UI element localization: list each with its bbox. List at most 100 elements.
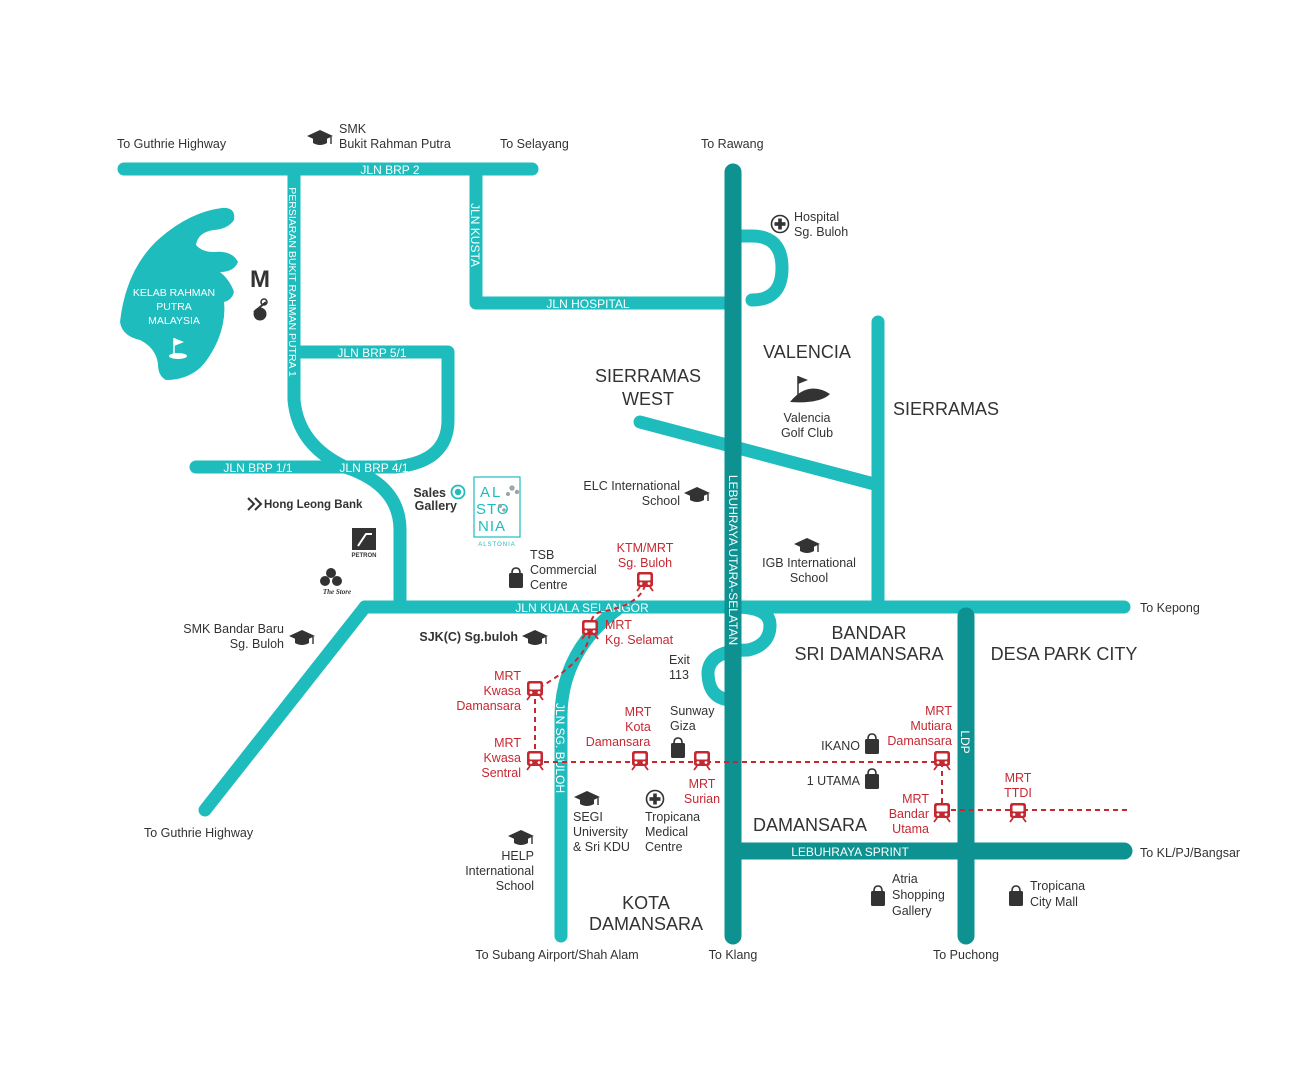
station-kwasa-sentral-l3: Sentral <box>481 766 521 780</box>
area-kota-damansara-l1: KOTA <box>622 893 670 913</box>
station-ttdi-l1: MRT <box>1005 771 1032 785</box>
road-label-ldp: LDP <box>958 730 972 753</box>
igb-l1: IGB International <box>762 556 856 570</box>
club-label-line1: KELAB RAHMAN <box>133 287 215 299</box>
roads-layer <box>117 162 1131 943</box>
tsb-l2: Commercial <box>530 563 597 577</box>
road-jln-brp-5-1 <box>287 345 455 474</box>
segi-l3: & Sri KDU <box>573 840 630 854</box>
golf-flag-icon <box>169 338 187 359</box>
road-label-hospital: JLN HOSPITAL <box>546 297 629 311</box>
mrt-stations: KTM/MRT Sg. Buloh MRT Kg. Selamat MRT Kw… <box>456 541 1032 836</box>
school-icon-help <box>507 829 535 846</box>
road-label-brp51: JLN BRP 5/1 <box>337 346 406 360</box>
mcdonalds-icon: M <box>250 266 270 293</box>
area-damansara: DAMANSARA <box>753 815 867 835</box>
area-bsd-l2: SRI DAMANSARA <box>794 644 943 664</box>
road-sierramas-west <box>633 415 885 492</box>
station-bandar-utama-l1: MRT <box>902 792 929 806</box>
smk-bandar-baru-l2: Sg. Buloh <box>230 637 284 651</box>
area-bsd-l1: BANDAR <box>831 623 906 643</box>
station-mutiara-l1: MRT <box>925 704 952 718</box>
direction-klang: To Klang <box>709 948 758 962</box>
club-label-line2: PUTRA <box>156 301 192 313</box>
hong-leong-bank-icon <box>247 497 263 511</box>
shopping-icon-one-utama <box>864 768 880 790</box>
shopping-icon-sunway-giza <box>670 737 686 759</box>
road-label-kuala-selangor: JLN KUALA SELANGOR <box>515 601 649 615</box>
school-icon-sjkc <box>521 629 549 646</box>
train-icon-bandar-utama <box>933 802 951 823</box>
sjkc-label: SJK(C) Sg.buloh <box>419 630 518 644</box>
station-ktm-l2: Sg. Buloh <box>618 556 672 570</box>
station-kwasa-sentral-l2: Kwasa <box>483 751 521 765</box>
sunway-giza-l1: Sunway <box>670 704 715 718</box>
valencia-golf-l2: Golf Club <box>781 426 833 440</box>
station-kg-selamat-l1: MRT <box>605 618 632 632</box>
school-icon-smk-bandar-baru <box>288 629 316 646</box>
highways-layer <box>724 163 1133 945</box>
alstonia-logo-l3: NIA <box>478 518 506 535</box>
help-l2: International <box>465 864 534 878</box>
petron-label: PETRON <box>351 553 376 559</box>
road-guthrie-south <box>198 600 372 817</box>
train-icon-surian <box>693 750 711 771</box>
shopping-icon-tsb <box>508 567 524 589</box>
train-icon-kota-damansara <box>631 750 649 771</box>
hospital-l1: Hospital <box>794 210 839 224</box>
school-icon-igb <box>793 537 821 554</box>
ikano-label: IKANO <box>821 739 860 753</box>
shopping-icon-ikano <box>864 733 880 755</box>
train-icon-ttdi <box>1009 802 1027 823</box>
tropicana-medical-l1: Tropicana <box>645 810 700 824</box>
direction-rawang: To Rawang <box>701 137 764 151</box>
station-surian-l1: MRT <box>689 777 716 791</box>
golf-club-icon <box>790 376 830 403</box>
road-hospital-loop <box>726 229 789 307</box>
hospital-icon <box>770 214 790 234</box>
tropicana-medical-l3: Centre <box>645 840 683 854</box>
school-icon-smk-brp <box>306 129 334 146</box>
road-label-persiaran: PERSIARAN BUKIT RAHMAN PUTRA 1 <box>286 187 298 377</box>
help-l1: HELP <box>501 849 534 863</box>
the-store-icon <box>320 568 342 586</box>
tsb-l1: TSB <box>530 548 554 562</box>
road-label-utara-selatan: LEBUHRAYA UTARA-SELATAN <box>726 475 740 645</box>
road-labels: JLN BRP 2 JLN KUSTA JLN HOSPITAL PERSIAR… <box>223 163 972 859</box>
road-connector-south <box>338 460 407 614</box>
road-label-brp2: JLN BRP 2 <box>360 163 419 177</box>
shell-icon <box>253 298 268 321</box>
train-icon-mutiara <box>933 750 951 771</box>
smk-brp-l1: SMK <box>339 122 367 136</box>
station-kota-damansara-l2: Kota <box>625 720 651 734</box>
shopping-icon-tropicana-city <box>1008 885 1024 907</box>
station-bandar-utama-l2: Bandar <box>889 807 929 821</box>
road-label-brp41: JLN BRP 4/1 <box>339 461 408 475</box>
area-desa-park-city: DESA PARK CITY <box>991 644 1138 664</box>
area-labels: SIERRAMAS WEST VALENCIA SIERRAMAS BANDAR… <box>589 342 1137 934</box>
segi-l1: SEGI <box>573 810 603 824</box>
area-kota-damansara-l2: DAMANSARA <box>589 914 703 934</box>
valencia-golf-l1: Valencia <box>783 411 830 425</box>
kelab-rahman-putra-area: KELAB RAHMAN PUTRA MALAYSIA <box>120 207 238 380</box>
direction-selayang: To Selayang <box>500 137 569 151</box>
club-label-line3: MALAYSIA <box>148 315 200 327</box>
tropicana-city-l2: City Mall <box>1030 895 1078 909</box>
station-mutiara-l2: Mutiara <box>910 719 952 733</box>
train-icon-kwasa-damansara <box>526 680 544 701</box>
sunway-giza-l2: Giza <box>670 719 696 733</box>
shopping-icon-atria <box>870 885 886 907</box>
one-utama-label: 1 UTAMA <box>807 774 861 788</box>
direction-guthrie-bottom: To Guthrie Highway <box>144 826 254 840</box>
road-persiaran <box>287 162 352 474</box>
direction-puchong: To Puchong <box>933 948 999 962</box>
alstonia-logo-l4: ALSTONIA <box>478 542 516 548</box>
station-kwasa-damansara-l2: Kwasa <box>483 684 521 698</box>
landmarks: SMK Bukit Rahman Putra M Hospital Sg. Bu… <box>183 122 1085 918</box>
station-kwasa-damansara-l3: Damansara <box>456 699 521 713</box>
road-label-brp11: JLN BRP 1/1 <box>223 461 292 475</box>
station-ktm-l1: KTM/MRT <box>617 541 674 555</box>
tsb-l3: Centre <box>530 578 568 592</box>
the-store-label: The Store <box>323 588 351 596</box>
